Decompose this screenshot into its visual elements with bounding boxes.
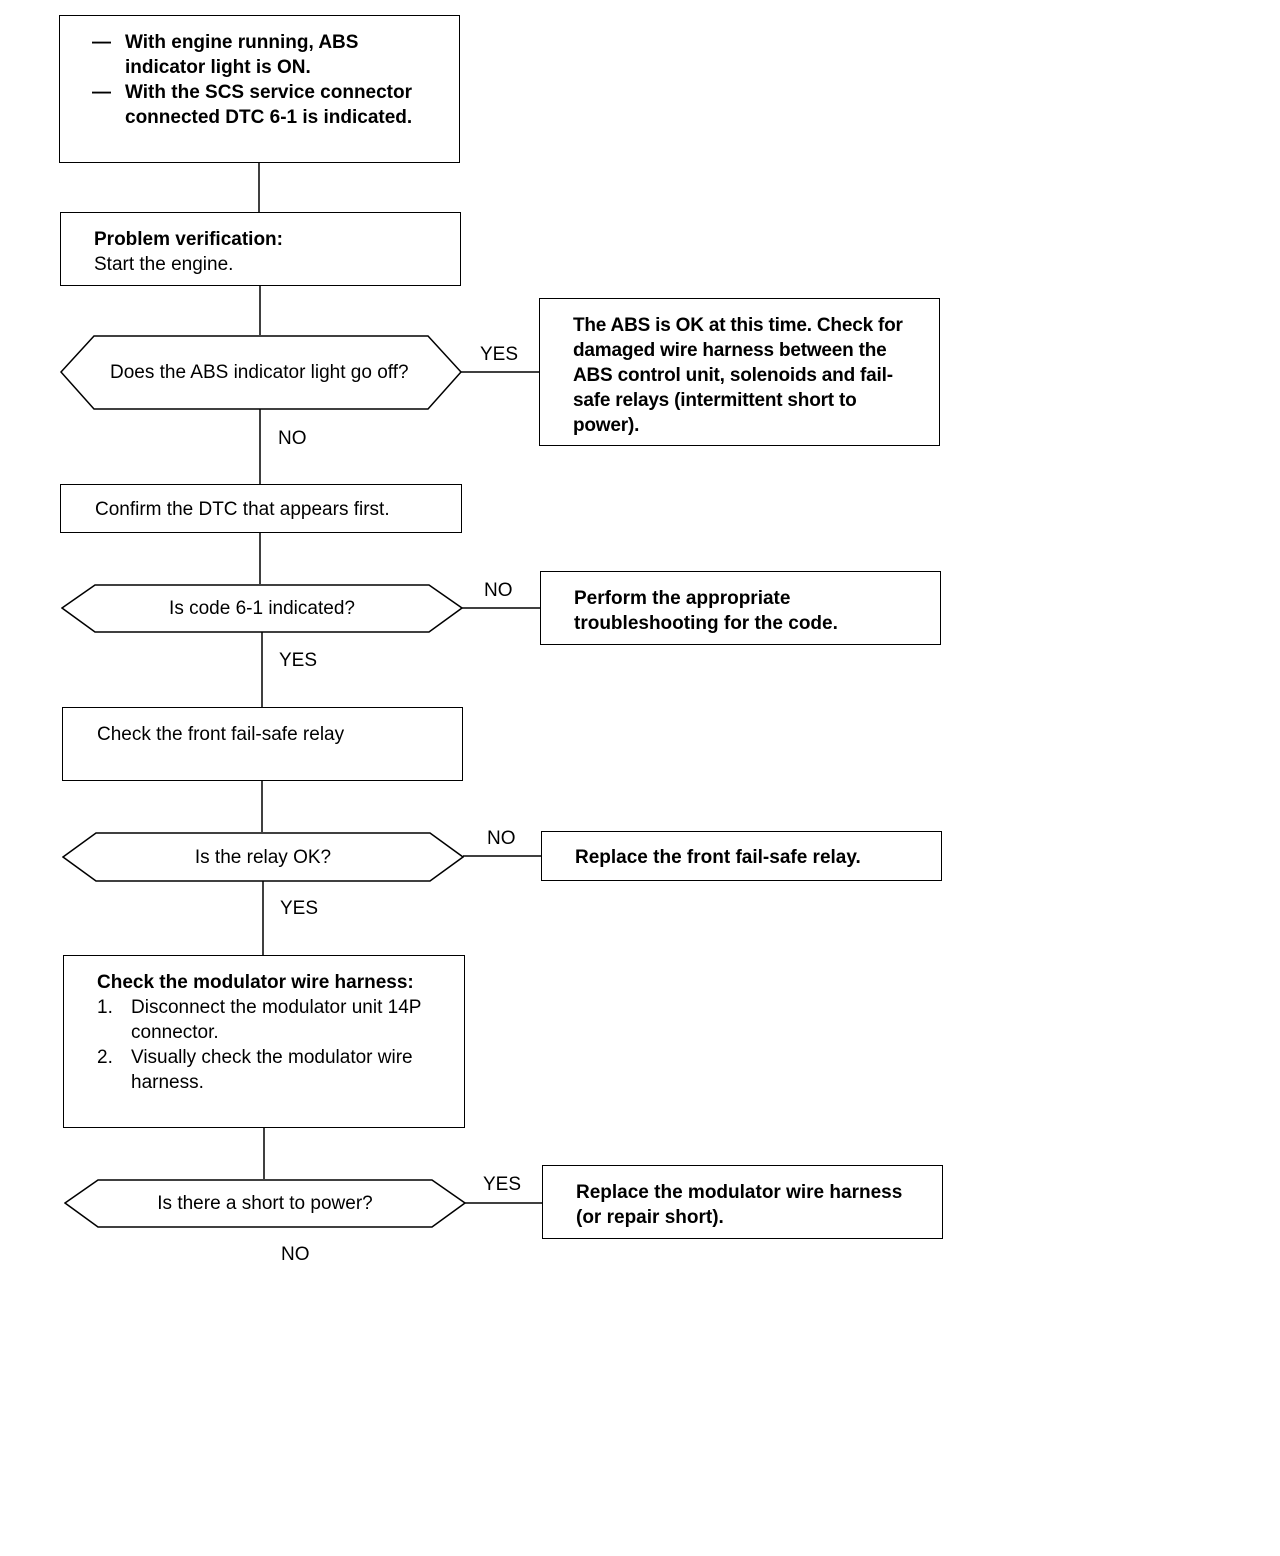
q4-no-label: NO [281, 1244, 310, 1265]
step-number: 2. [97, 1047, 113, 1068]
decision-text: Does the ABS indicator light go off? [110, 362, 409, 383]
decision-text: Is there a short to power? [157, 1193, 373, 1214]
decision-short-to-power: Is there a short to power? [64, 1179, 466, 1228]
dash-bullet: — [92, 32, 111, 53]
start-condition-text: With engine running, ABS indicator light… [125, 32, 359, 78]
decision-abs-light-off: Does the ABS indicator light go off? [60, 335, 462, 410]
check-harness-step: 2. Visually check the modulator wire har… [97, 1045, 431, 1095]
q3-no-label: NO [487, 828, 516, 849]
replace-harness-result-text: Replace the modulator wire harness (or r… [576, 1182, 903, 1228]
decision-hexagon-shape [62, 832, 464, 882]
start-condition-box: — With engine running, ABS indicator lig… [59, 15, 460, 163]
step-text: Disconnect the modulator unit 14P connec… [131, 997, 422, 1043]
decision-code-6-1: Is code 6-1 indicated? [61, 584, 463, 633]
decision-text: Is code 6-1 indicated? [169, 598, 355, 619]
problem-verification-text: Start the engine. [94, 254, 234, 275]
check-harness-heading: Check the modulator wire harness: [97, 972, 414, 993]
abs-ok-result-text: The ABS is OK at this time. Check for da… [573, 315, 903, 436]
q1-yes-label: YES [480, 344, 519, 365]
replace-relay-result-text: Replace the front fail-safe relay. [575, 847, 861, 868]
q2-no-label: NO [484, 580, 513, 601]
q3-yes-label: YES [280, 898, 319, 919]
check-harness-box: Check the modulator wire harness: 1. Dis… [63, 955, 465, 1128]
replace-harness-result-box: Replace the modulator wire harness (or r… [542, 1165, 943, 1239]
decision-hexagon-shape [61, 584, 463, 633]
q2-yes-label: YES [279, 650, 318, 671]
step-number: 1. [97, 997, 113, 1018]
troubleshooting-result-box: Perform the appropriate troubleshooting … [540, 571, 941, 645]
problem-verification-box: Problem verification: Start the engine. [60, 212, 461, 286]
start-condition-text: With the SCS service connector connected… [125, 82, 413, 128]
problem-verification-heading: Problem verification: [94, 229, 283, 250]
troubleshooting-result-text: Perform the appropriate troubleshooting … [574, 588, 838, 634]
decision-hexagon-shape [64, 1179, 466, 1228]
start-condition-item: — With the SCS service connector connect… [92, 80, 427, 130]
replace-relay-result-box: Replace the front fail-safe relay. [541, 831, 942, 881]
start-condition-item: — With engine running, ABS indicator lig… [92, 30, 427, 80]
confirm-dtc-box: Confirm the DTC that appears first. [60, 484, 462, 533]
confirm-dtc-text: Confirm the DTC that appears first. [95, 499, 390, 520]
dash-bullet: — [92, 82, 111, 103]
decision-hexagon-shape [60, 335, 462, 410]
check-relay-text: Check the front fail-safe relay [97, 724, 345, 745]
abs-ok-result-box: The ABS is OK at this time. Check for da… [539, 298, 940, 446]
decision-relay-ok: Is the relay OK? [62, 832, 464, 882]
check-relay-box: Check the front fail-safe relay [62, 707, 463, 781]
check-harness-step: 1. Disconnect the modulator unit 14P con… [97, 995, 431, 1045]
q4-yes-label: YES [483, 1174, 522, 1195]
q1-no-label: NO [278, 428, 307, 449]
decision-text: Is the relay OK? [194, 846, 332, 868]
step-text: Visually check the modulator wire harnes… [131, 1047, 413, 1093]
